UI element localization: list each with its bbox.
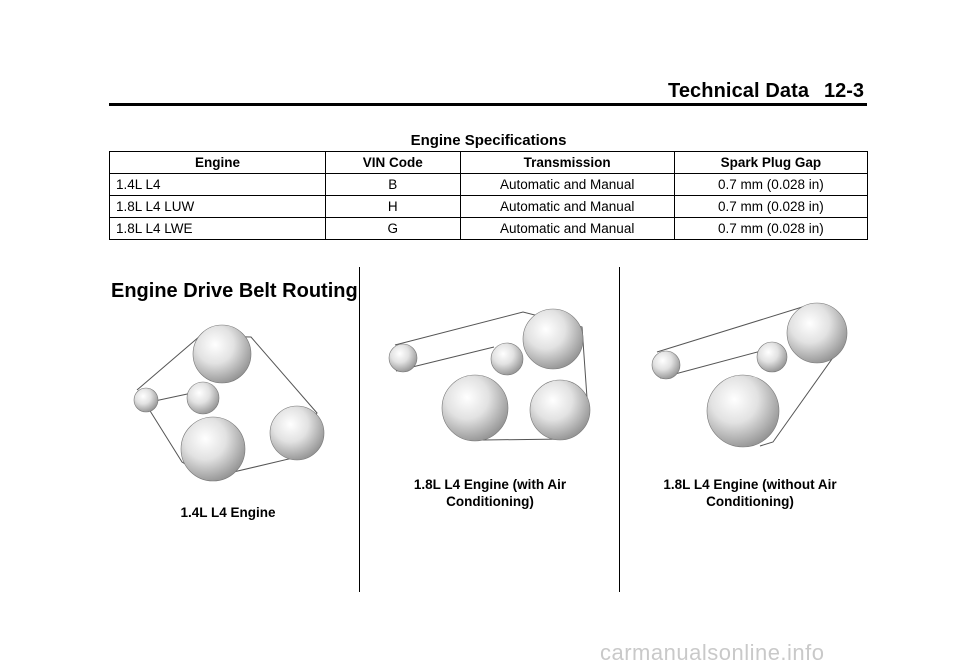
table-header-row: Engine VIN Code Transmission Spark Plug … <box>108 151 869 174</box>
cell-spark-plug-gap: 0.7 mm (0.028 in) <box>673 217 869 240</box>
pulley <box>133 387 159 413</box>
diagram-caption-1-4l: 1.4L L4 Engine <box>180 505 276 520</box>
cell-transmission: Automatic and Manual <box>459 217 675 240</box>
watermark: carmanualsonline.info <box>600 640 825 665</box>
caption-line: Conditioning) <box>446 494 534 509</box>
pulley <box>269 405 325 461</box>
page-number: 12-3 <box>824 80 865 102</box>
pulley <box>706 374 780 448</box>
cell-spark-plug-gap: 0.7 mm (0.028 in) <box>673 195 869 218</box>
belt-diagram-1-8l-with-ac <box>388 308 591 442</box>
engine-spec-table: Engine VIN Code Transmission Spark Plug … <box>108 151 869 240</box>
cell-transmission: Automatic and Manual <box>459 195 675 218</box>
pulley <box>186 381 220 415</box>
pulley <box>490 342 524 376</box>
cell-vin-code: G <box>325 217 461 240</box>
pulley <box>522 308 584 370</box>
column-divider <box>619 267 620 592</box>
cell-spark-plug-gap: 0.7 mm (0.028 in) <box>673 173 869 196</box>
pulley <box>786 302 848 364</box>
header-title: Technical Data <box>668 80 810 102</box>
pulley <box>756 341 788 373</box>
table-row: 1.4L L4 B Automatic and Manual 0.7 mm (0… <box>108 173 869 196</box>
header-rule <box>109 103 867 106</box>
diagram-caption-1-8l-with-ac: 1.8L L4 Engine (with Air Conditioning) <box>390 476 590 510</box>
diagram-caption-1-8l-without-ac: 1.8L L4 Engine (without Air Conditioning… <box>640 476 860 510</box>
table-row: 1.8L L4 LWE G Automatic and Manual 0.7 m… <box>108 217 869 240</box>
column-header-vin-code: VIN Code <box>325 151 461 174</box>
belt-diagram-1-4l <box>133 324 325 482</box>
table-caption: Engine Specifications <box>410 132 567 149</box>
cell-engine: 1.8L L4 LWE <box>108 217 327 240</box>
caption-line: Conditioning) <box>706 494 794 509</box>
pulley <box>441 374 509 442</box>
caption-line: 1.8L L4 Engine (with Air <box>413 477 567 492</box>
pulley <box>651 350 681 380</box>
pulley <box>388 343 418 373</box>
belt-diagram-1-8l-without-ac <box>651 302 848 448</box>
section-title: Engine Drive Belt Routing <box>111 280 358 302</box>
pulley <box>529 379 591 441</box>
caption-line: 1.8L L4 Engine (without Air <box>663 477 837 492</box>
column-divider <box>359 267 360 592</box>
pulley <box>192 324 252 384</box>
pulley <box>180 416 246 482</box>
